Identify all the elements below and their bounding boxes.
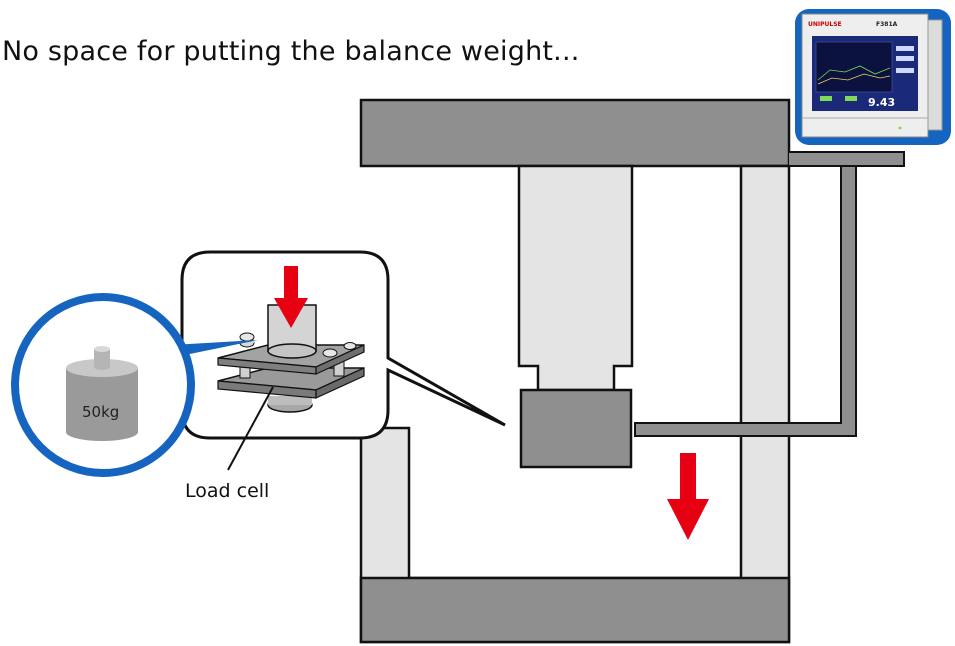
load-cell-callout: Load cell <box>180 250 506 502</box>
signal-cable <box>789 151 905 167</box>
page-title: No space for putting the balance weight.… <box>2 36 580 67</box>
signal-cable-vertical <box>634 165 857 437</box>
load-cell-pointer <box>227 386 274 471</box>
force-arrow-press <box>667 453 709 540</box>
weight-label: 50kg <box>82 403 119 421</box>
press-ram <box>517 164 634 392</box>
load-cell-label: Load cell <box>185 480 269 502</box>
press-top-beam <box>359 98 791 168</box>
device-brand: UNIPULSE <box>808 21 842 28</box>
weight-callout: 50kg <box>11 293 258 477</box>
controller-device: UNIPULSE F381A 9.43 <box>795 9 951 145</box>
press-base-beam <box>359 576 791 644</box>
device-reading: 9.43 <box>868 96 895 109</box>
press-moving-block <box>519 388 633 469</box>
balance-weight-icon <box>66 346 138 441</box>
load-cell-drawing <box>217 266 365 413</box>
device-model: F381A <box>876 21 898 28</box>
